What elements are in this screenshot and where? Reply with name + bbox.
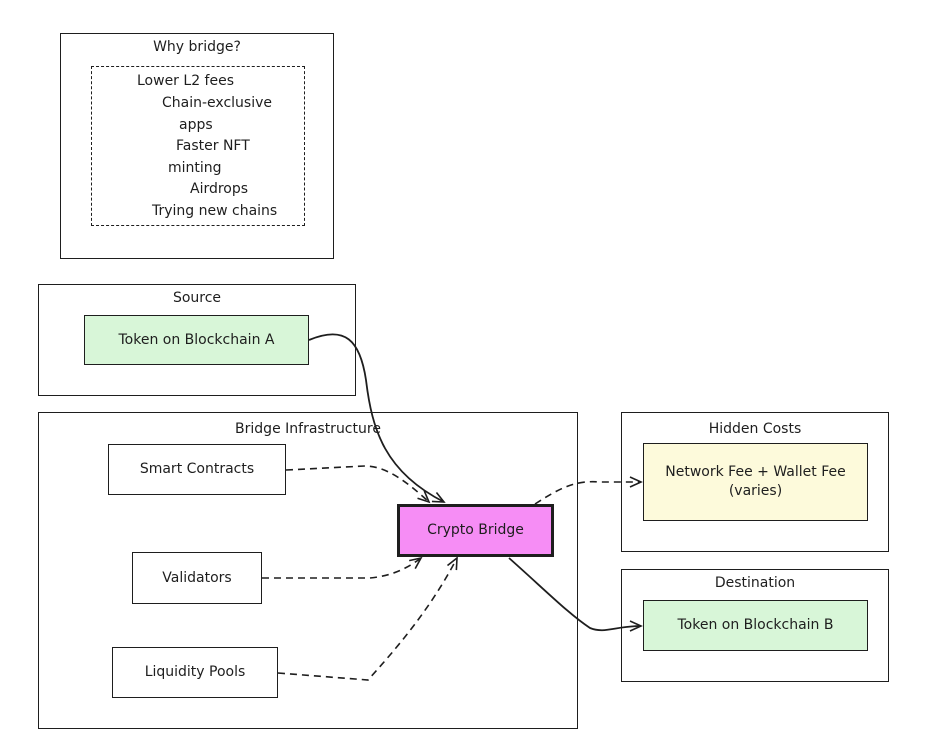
source-title: Source — [172, 290, 222, 306]
why-reason-apps: apps — [179, 117, 213, 133]
why-reason-minting: minting — [168, 160, 222, 176]
why-reason-lower-fees: Lower L2 fees — [137, 73, 234, 89]
why-reason-chain-exclusive: Chain-exclusive — [162, 95, 272, 111]
token-blockchain-a-node[interactable]: Token on Blockchain A — [84, 315, 309, 365]
why-reason-new-chains: Trying new chains — [152, 203, 278, 219]
why-reason-airdrops: Airdrops — [190, 181, 249, 197]
destination-title: Destination — [714, 575, 796, 591]
why-reason-faster-nft: Faster NFT — [176, 138, 250, 154]
edge-liquidity-pools-to-bridge — [277, 556, 458, 681]
hidden-costs-title: Hidden Costs — [708, 421, 802, 437]
edge-validators-to-bridge — [262, 556, 423, 579]
smart-contracts-node[interactable]: Smart Contracts — [108, 444, 286, 495]
bridge-infrastructure-title: Bridge Infrastructure — [235, 421, 381, 437]
validators-node[interactable]: Validators — [132, 552, 262, 604]
token-blockchain-b-node[interactable]: Token on Blockchain B — [643, 600, 868, 651]
edge-token-a-to-bridge — [308, 333, 446, 503]
crypto-bridge-node[interactable]: Crypto Bridge — [397, 504, 554, 557]
network-wallet-fee-node[interactable]: Network Fee + Wallet Fee (varies) — [643, 443, 868, 521]
fee-label-line1: Network Fee + Wallet Fee — [665, 464, 846, 481]
edge-bridge-to-fees — [534, 476, 643, 505]
why-bridge-title: Why bridge? — [153, 39, 241, 55]
fee-label-line2: (varies) — [728, 483, 783, 499]
liquidity-pools-node[interactable]: Liquidity Pools — [112, 647, 278, 698]
why-bridge-group: Why bridge? Lower L2 fees Chain-exclusiv… — [60, 33, 334, 259]
edge-bridge-to-token-b — [508, 557, 643, 632]
edge-smart-contracts-to-bridge — [285, 465, 431, 504]
why-bridge-list-frame — [91, 66, 305, 226]
